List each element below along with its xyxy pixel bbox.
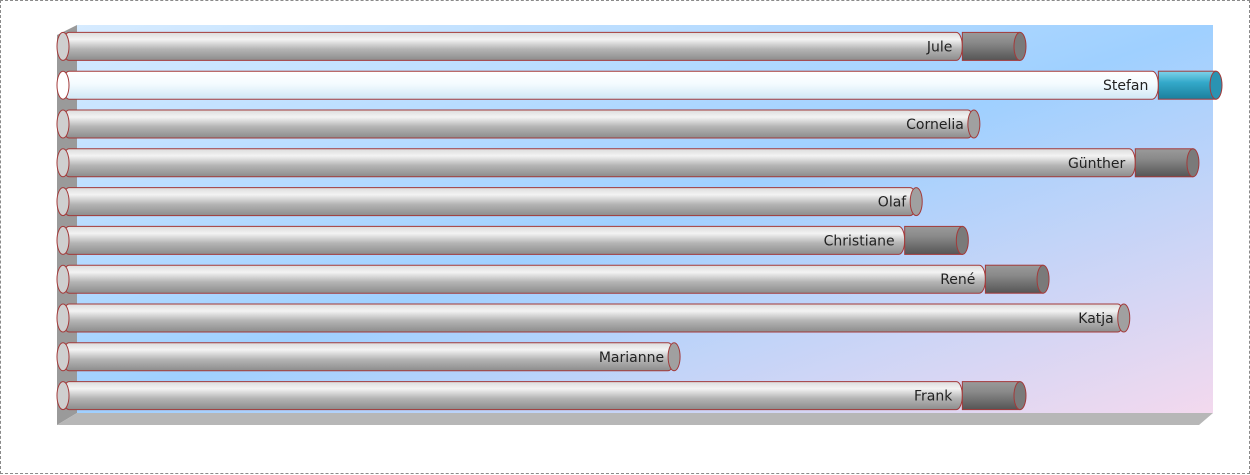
bar: [62, 264, 986, 294]
bar-end: [56, 381, 70, 411]
bar-end: [56, 70, 70, 100]
bars-group: JuleStefanCorneliaGüntherOlafChristianeR…: [56, 31, 1223, 411]
bar-label: Jule: [926, 39, 953, 55]
bar-row: Günther: [56, 148, 1200, 178]
bar-row: René: [56, 264, 1050, 294]
bar-cap: [984, 264, 1044, 294]
bar: [62, 31, 963, 61]
bar-end: [1209, 70, 1223, 100]
bar-label: Olaf: [878, 195, 907, 211]
bar-end: [667, 342, 681, 372]
bar-end: [56, 31, 70, 61]
bar-label: Marianne: [599, 350, 664, 366]
bar-end: [955, 225, 969, 255]
bar: [62, 381, 963, 411]
bar: [62, 225, 906, 255]
bar-row: Cornelia: [56, 109, 981, 139]
bar-end: [56, 109, 70, 139]
bar-end: [56, 225, 70, 255]
floor: [57, 413, 1213, 425]
bar-label: Katja: [1078, 311, 1113, 327]
bar-label: Cornelia: [906, 117, 964, 133]
bar-end: [967, 109, 981, 139]
bar-row: Stefan: [56, 70, 1223, 100]
bar-end: [1036, 264, 1050, 294]
bar-row: Jule: [56, 31, 1027, 61]
bar-cap: [904, 225, 963, 255]
bar: [62, 187, 917, 217]
bar: [62, 303, 1125, 333]
bar-end: [1013, 381, 1027, 411]
bar-end: [1013, 31, 1027, 61]
bar-end: [1186, 148, 1200, 178]
bar: [62, 70, 1159, 100]
bar-label: Günther: [1068, 156, 1126, 172]
bar-row: Christiane: [56, 225, 969, 255]
bar-label: Christiane: [824, 233, 895, 249]
bar-end: [1117, 303, 1131, 333]
bar-label: Frank: [914, 389, 953, 405]
bar-end: [909, 187, 923, 217]
bar-end: [56, 303, 70, 333]
bar-row: Frank: [56, 381, 1027, 411]
bar: [62, 342, 675, 372]
bar-cap: [1134, 148, 1194, 178]
bar-end: [56, 264, 70, 294]
bar-row: Katja: [56, 303, 1131, 333]
bar-end: [56, 148, 70, 178]
bar: [62, 109, 975, 139]
bar-cap: [961, 381, 1021, 411]
bar-label: Stefan: [1103, 78, 1148, 94]
bar: [62, 148, 1136, 178]
bar-cap: [1157, 70, 1217, 100]
bar-label: René: [940, 272, 975, 288]
bar-end: [56, 342, 70, 372]
bar-cap: [961, 31, 1021, 61]
bar-row: Marianne: [56, 342, 681, 372]
bar-row: Olaf: [56, 187, 923, 217]
bar-end: [56, 187, 70, 217]
